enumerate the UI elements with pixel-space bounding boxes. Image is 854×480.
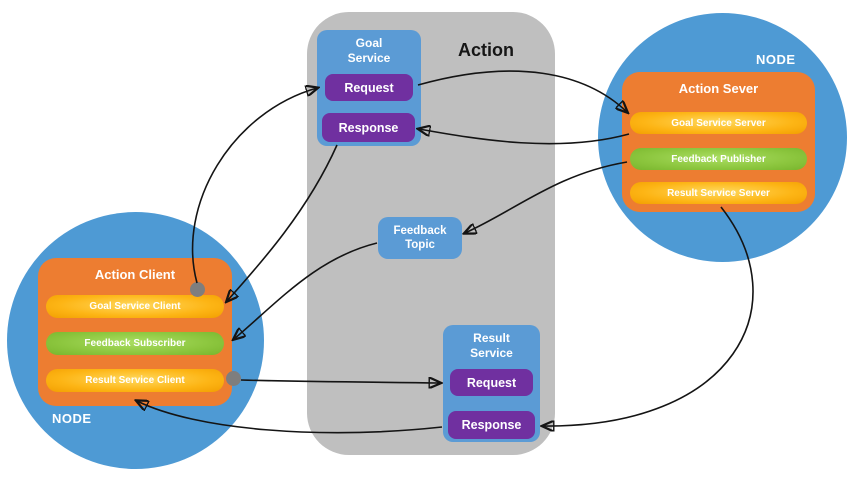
result-request-button: Request: [450, 369, 533, 396]
feedback-subscriber-pill: Feedback Subscriber: [46, 332, 224, 355]
action-server-title: Action Sever: [678, 81, 759, 96]
feedback-publisher-pill: Feedback Publisher: [630, 148, 807, 170]
feedback-topic-box: Feedback Topic: [378, 217, 462, 259]
goal-request-button: Request: [325, 74, 413, 101]
result-client-junction-dot: [226, 371, 241, 386]
action-area-title: Action: [458, 40, 514, 60]
result-service-box: Result Service Request Response: [443, 325, 540, 442]
action-client-box: Action Client Goal Service Client Feedba…: [38, 258, 232, 406]
result-service-server-pill: Result Service Server: [630, 182, 807, 204]
goal-service-server-pill: Goal Service Server: [630, 112, 807, 134]
action-server-box: Action Sever Goal Service Server Feedbac…: [622, 72, 815, 212]
action-client-title: Action Client: [94, 267, 176, 282]
goal-service-client-pill: Goal Service Client: [46, 295, 224, 318]
result-service-client-pill: Result Service Client: [46, 369, 224, 392]
result-response-button: Response: [448, 411, 535, 439]
result-service-title: Result Service: [470, 331, 513, 360]
client-node-label: NODE: [52, 411, 92, 426]
goal-client-junction-dot: [190, 282, 205, 297]
goal-service-box: Goal Service Request Response: [317, 30, 421, 146]
server-node-label: NODE: [756, 52, 796, 67]
feedback-topic-title: Feedback Topic: [393, 224, 447, 251]
goal-service-title: Goal Service: [347, 36, 391, 65]
goal-response-button: Response: [322, 113, 415, 142]
